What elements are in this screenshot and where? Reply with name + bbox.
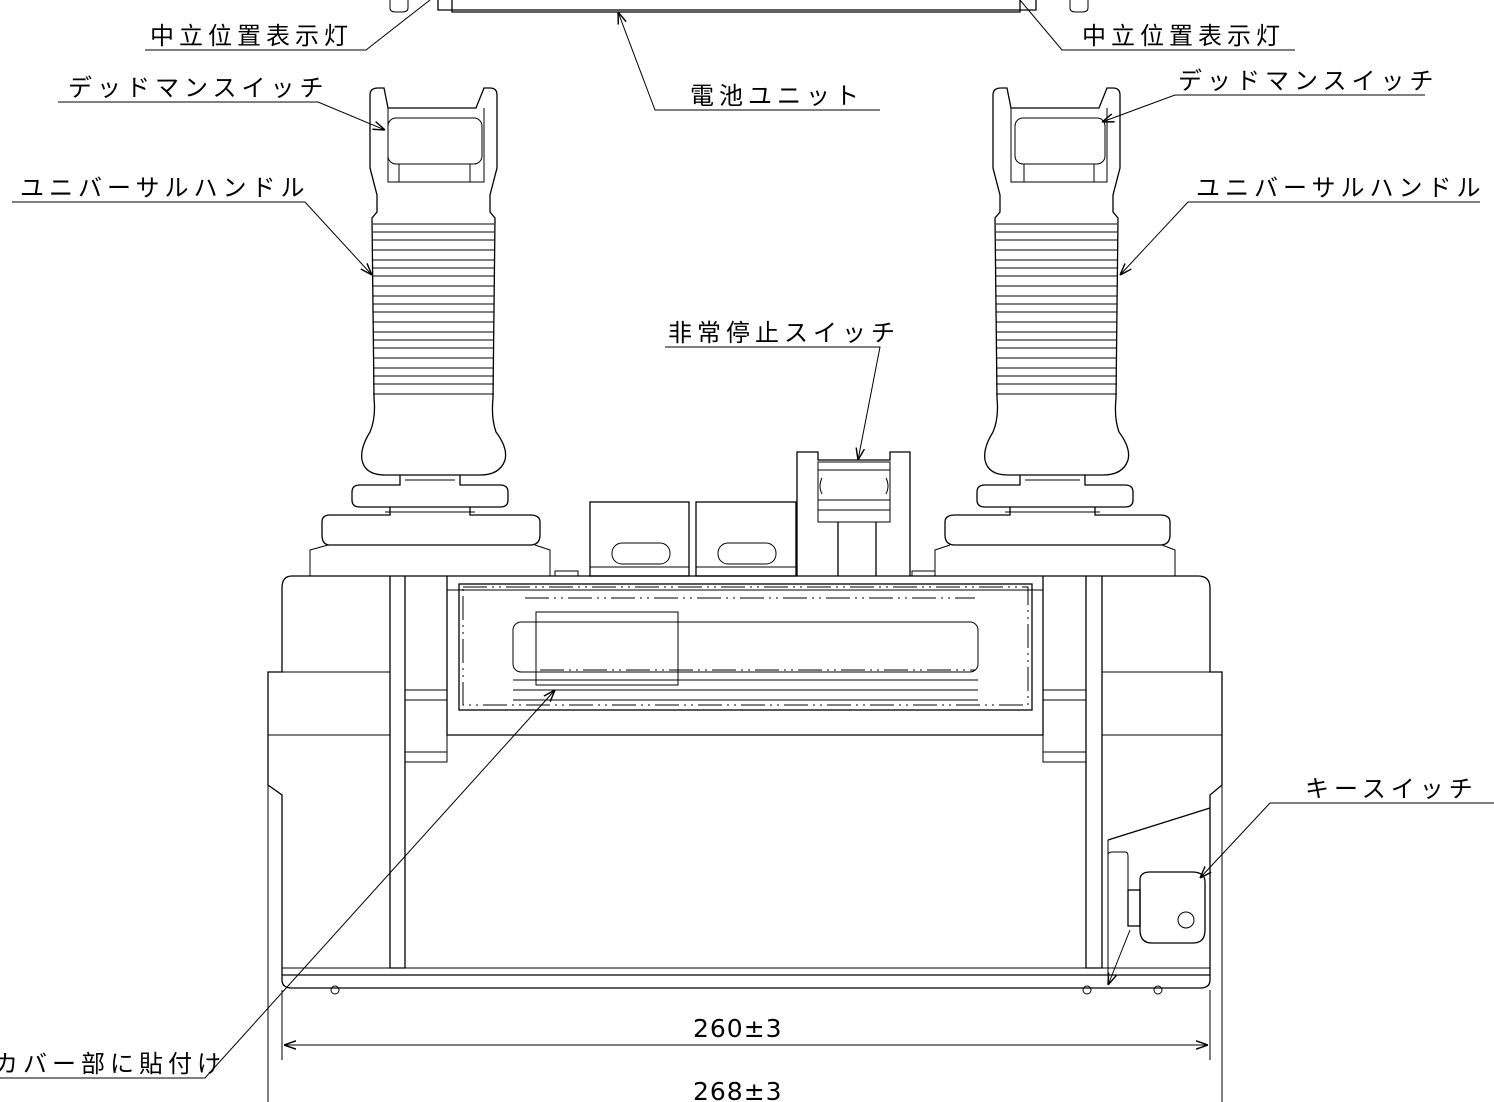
universal-handle-right-label: ユニバーサルハンドル (1196, 174, 1486, 202)
pendant-body (267, 575, 1223, 995)
deadman-switch-right-label: デッドマンスイッチ (1178, 67, 1439, 95)
dimension-268: 268±3 (693, 1077, 783, 1102)
neutral-lamp-left-label: 中立位置表示灯 (150, 22, 353, 50)
key-switch-shape (1107, 807, 1211, 975)
leader-lines (0, 0, 1494, 1079)
battery-unit-label: 電池ユニット (690, 82, 864, 110)
right-universal-handle (934, 87, 1176, 577)
deadman-switch-left-label: デッドマンスイッチ (68, 74, 329, 102)
cover-label-note: カバー部に貼付け (0, 1050, 226, 1078)
key-switch-label: キースイッチ (1305, 775, 1478, 803)
dimension-lines (267, 785, 1223, 1102)
dimension-260: 260±3 (693, 1014, 783, 1043)
battery-unit-shape (389, 0, 1089, 13)
center-switch-boxes (554, 501, 936, 577)
emergency-stop-switch (796, 451, 911, 576)
emergency-stop-label: 非常停止スイッチ (668, 319, 900, 347)
left-universal-handle (309, 87, 551, 577)
universal-handle-left-label: ユニバーサルハンドル (20, 174, 310, 202)
neutral-lamp-right-label: 中立位置表示灯 (1082, 22, 1285, 50)
